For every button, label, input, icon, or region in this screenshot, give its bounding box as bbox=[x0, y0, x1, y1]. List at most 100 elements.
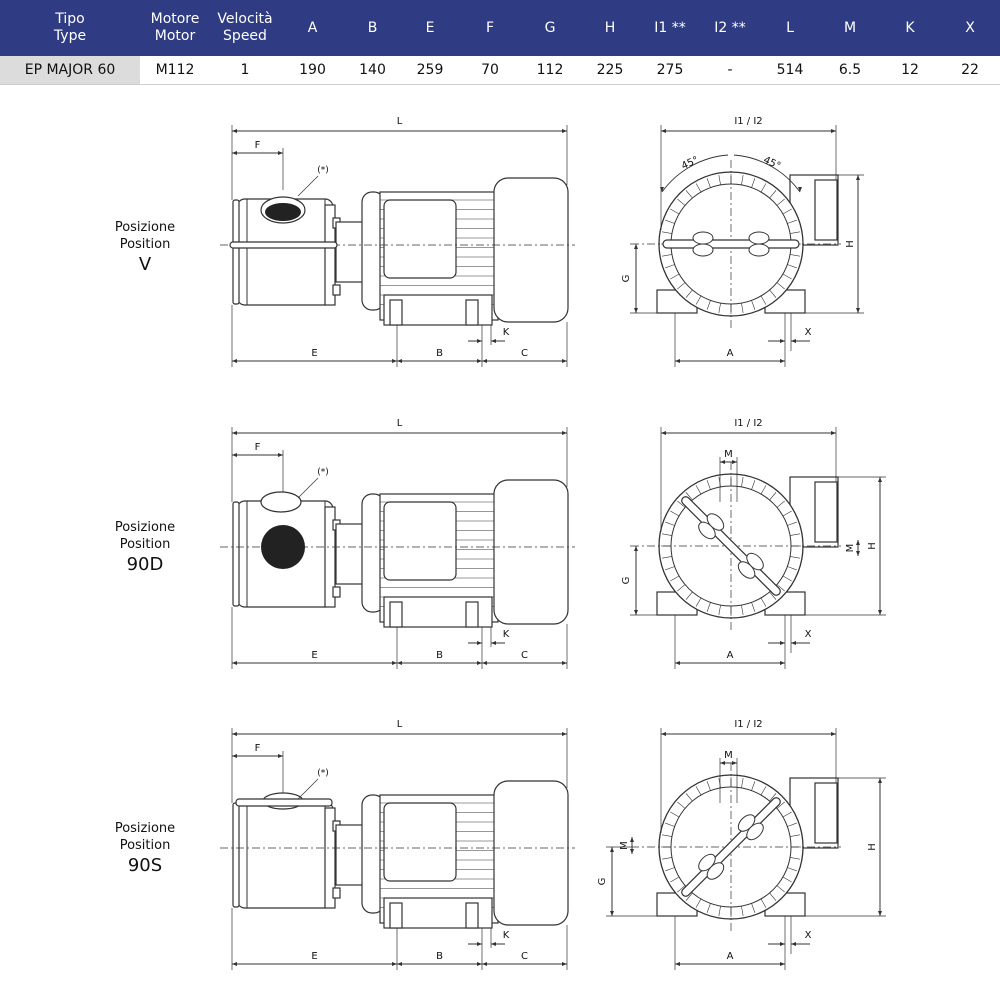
drawing-line bbox=[665, 867, 675, 872]
arrowhead bbox=[397, 359, 402, 363]
position-code: 90D bbox=[126, 554, 164, 575]
dimension-label: I1 / I2 bbox=[734, 116, 762, 127]
clamp-knob bbox=[692, 243, 714, 257]
terminal-box bbox=[383, 501, 457, 581]
header-line1: K bbox=[905, 19, 915, 36]
drawing-line bbox=[670, 273, 680, 280]
header-line2: Motor bbox=[154, 28, 196, 44]
drawing-line bbox=[662, 231, 672, 234]
table-header-cell: F bbox=[460, 0, 520, 56]
arrowhead bbox=[278, 754, 283, 758]
dimension-label: M bbox=[724, 750, 733, 761]
arrowhead bbox=[634, 610, 638, 615]
arrowhead bbox=[675, 661, 680, 665]
arrowhead bbox=[232, 661, 237, 665]
header-line1: B bbox=[367, 19, 378, 36]
dimension-label: H bbox=[867, 843, 878, 851]
drawing-line bbox=[665, 566, 675, 571]
drawing-line bbox=[751, 602, 756, 612]
drawing-line bbox=[741, 906, 744, 916]
clamp-knob bbox=[698, 521, 716, 540]
dimension-label: A bbox=[727, 348, 734, 359]
clamp-knob bbox=[748, 231, 770, 245]
dimension-label: C bbox=[521, 650, 528, 661]
table-cell: 112 bbox=[536, 62, 564, 78]
arrowhead bbox=[831, 129, 836, 133]
arrowhead bbox=[562, 359, 567, 363]
pump-flange bbox=[324, 506, 336, 608]
arrowhead bbox=[780, 641, 785, 645]
pump-cover bbox=[232, 199, 240, 305]
table-cell: 259 bbox=[416, 62, 444, 78]
foot-left bbox=[389, 902, 403, 929]
table-header-cell: M bbox=[820, 0, 880, 56]
dimension-label: F bbox=[255, 442, 261, 453]
table-header-cell: L bbox=[760, 0, 820, 56]
dimension-label: E bbox=[311, 348, 317, 359]
table-cell: 22 bbox=[961, 62, 979, 78]
drawing-line bbox=[706, 300, 711, 310]
table-header-cell: E bbox=[400, 0, 460, 56]
drawing-line bbox=[670, 575, 680, 582]
clamp-knob bbox=[737, 561, 756, 579]
dimension-label: M bbox=[845, 544, 856, 553]
drawing-line bbox=[776, 885, 785, 893]
drawing-line bbox=[706, 480, 711, 490]
dimension-label: A bbox=[727, 650, 734, 661]
table-cell: 514 bbox=[776, 62, 804, 78]
foot-right bbox=[465, 299, 479, 326]
coupling bbox=[335, 523, 365, 585]
dimension-label: B bbox=[436, 650, 443, 661]
drawing-line bbox=[718, 906, 721, 916]
foot-left bbox=[389, 601, 403, 628]
arrowhead bbox=[477, 641, 482, 645]
pump-flange bbox=[324, 204, 336, 306]
arrowhead bbox=[477, 339, 482, 343]
drawing-line bbox=[776, 801, 785, 809]
drawing-line bbox=[741, 303, 744, 313]
drawing-line bbox=[695, 183, 702, 193]
drawing-line bbox=[665, 822, 675, 827]
dimension-label: G bbox=[621, 275, 632, 283]
table-header-cell: I1 ** bbox=[640, 0, 700, 56]
arrowhead bbox=[232, 431, 237, 435]
drawing-line bbox=[706, 178, 711, 188]
drawing-line bbox=[769, 892, 777, 901]
position-code: V bbox=[138, 254, 152, 275]
drawing-line bbox=[685, 591, 693, 600]
dimension-label: F bbox=[255, 140, 261, 151]
drawing-line bbox=[685, 492, 693, 501]
dimension-label: C bbox=[521, 951, 528, 962]
arrowhead bbox=[477, 359, 482, 363]
position-label-line1: Posizione bbox=[114, 821, 176, 836]
table-cell: 225 bbox=[596, 62, 624, 78]
drawing-line bbox=[787, 521, 797, 526]
drawing-line bbox=[790, 857, 800, 860]
arrowhead bbox=[661, 732, 666, 736]
arrowhead bbox=[780, 359, 785, 363]
terminal-box bbox=[383, 802, 457, 882]
bolt bbox=[332, 887, 341, 899]
port-side bbox=[261, 525, 305, 569]
drawing-line bbox=[741, 778, 744, 788]
header-line1: A bbox=[307, 19, 318, 36]
dimension-label: X bbox=[805, 629, 812, 640]
drawing-line bbox=[782, 510, 792, 517]
arrowhead bbox=[780, 339, 785, 343]
table-header-cell: K bbox=[880, 0, 940, 56]
port-top bbox=[260, 491, 302, 513]
clamp-knob bbox=[748, 243, 770, 257]
position-label-90d: Posizione Position 90D bbox=[80, 519, 210, 577]
drawing-line bbox=[790, 834, 800, 837]
position-label-v: Posizione Position V bbox=[80, 219, 210, 277]
arrowhead bbox=[232, 359, 237, 363]
drawing-line bbox=[787, 264, 797, 269]
drawing-line bbox=[769, 289, 777, 298]
arrowhead bbox=[482, 962, 487, 966]
arrowhead bbox=[878, 610, 882, 615]
arrowhead bbox=[562, 962, 567, 966]
